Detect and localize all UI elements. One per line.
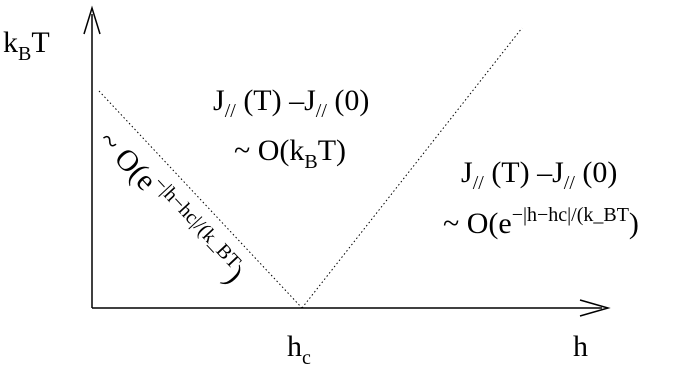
center-region-line2: ~ O(kBT) bbox=[234, 134, 346, 173]
right-crossover-line bbox=[301, 27, 523, 309]
left-crossover-line bbox=[98, 90, 303, 309]
x-axis-label: h bbox=[573, 330, 588, 363]
right-region-line1: J// (T) –J// (0) bbox=[461, 156, 617, 194]
x-axis-arrowhead bbox=[579, 299, 611, 317]
right-region-line2: ~ O(e−|h−hc|/(k_BT) bbox=[443, 204, 639, 240]
y-axis-arrowhead bbox=[83, 5, 101, 35]
left-diagonal-label: ~ O(e−|h−hc|/(k_BT) bbox=[92, 122, 252, 290]
center-region-line1: J// (T) –J// (0) bbox=[213, 84, 369, 122]
y-axis-label: kBT bbox=[3, 26, 50, 65]
critical-point-label: hc bbox=[287, 330, 311, 368]
